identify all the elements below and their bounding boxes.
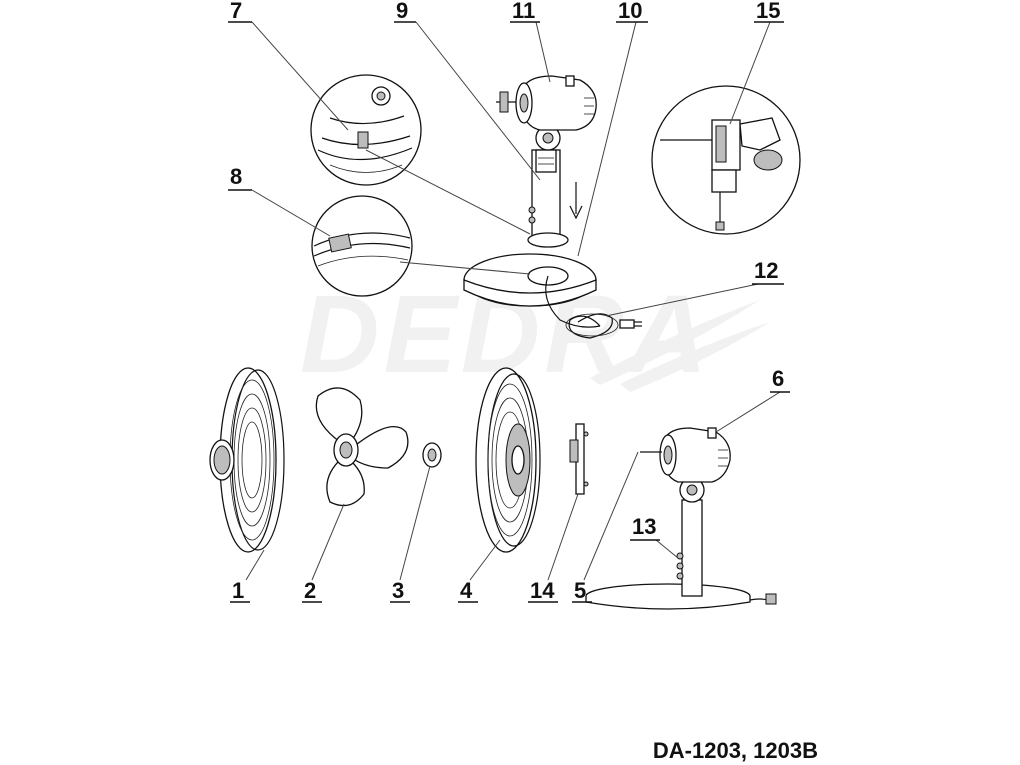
nut-3 [422, 442, 442, 468]
detail-circle-15 [651, 85, 801, 235]
part-label-15: 15 [756, 0, 780, 23]
part-label-4: 4 [460, 578, 473, 603]
part-label-1: 1 [232, 578, 244, 603]
part-label-2: 2 [304, 578, 316, 603]
model-number: DA-1203, 1203B [653, 738, 818, 763]
part-label-5: 5 [574, 578, 586, 603]
part-labels: 7 9 11 10 15 8 12 6 13 1 2 3 4 14 5 [228, 0, 790, 603]
leader-lines [245, 21, 781, 581]
part-label-8: 8 [230, 164, 242, 189]
control-board-14 [569, 423, 589, 495]
part-label-14: 14 [530, 578, 555, 603]
detail-circle-7 [310, 74, 422, 186]
part-label-6: 6 [772, 366, 784, 391]
part-label-7: 7 [230, 0, 242, 23]
part-label-11: 11 [512, 0, 535, 23]
part-label-10: 10 [618, 0, 642, 23]
rear-grille-4 [475, 367, 541, 553]
fan-blade-2 [315, 387, 409, 507]
stand-assembly-top [463, 75, 642, 339]
part-label-3: 3 [392, 578, 404, 603]
front-grille-1 [209, 367, 285, 553]
part-label-13: 13 [632, 514, 656, 539]
stand-assembly-bottom [585, 427, 777, 610]
detail-circle-8 [311, 195, 413, 297]
part-label-12: 12 [754, 258, 778, 283]
part-label-9: 9 [396, 0, 408, 23]
